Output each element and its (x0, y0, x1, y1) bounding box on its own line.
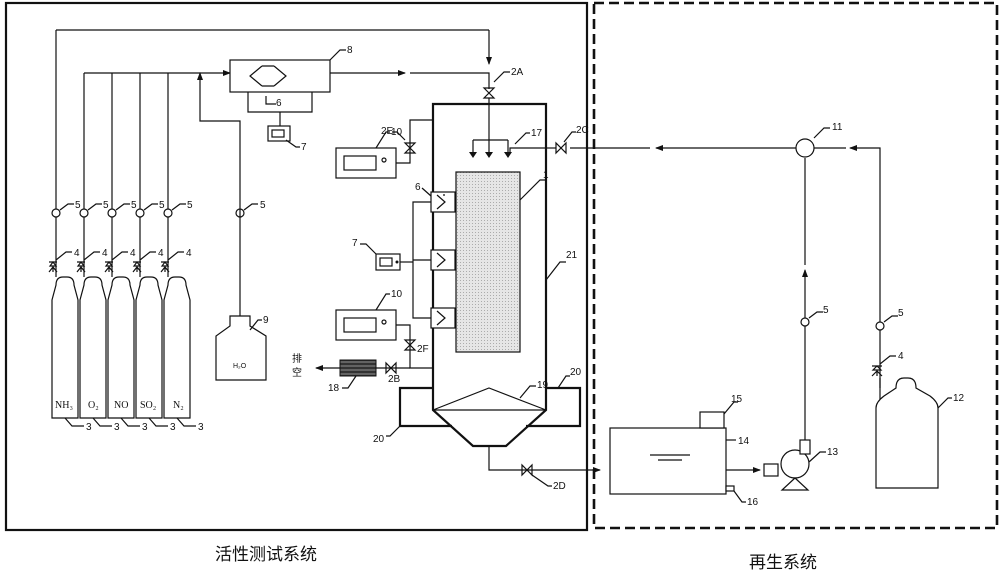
label-17: 17 (531, 128, 543, 139)
water-tank-14 (609, 427, 727, 495)
label-2e: 2E (381, 126, 394, 137)
temp-controller-7a (267, 125, 291, 142)
flowmeter-5-regen-b (875, 321, 885, 331)
label-9: 9 (263, 315, 269, 326)
pressure-valve-regen (871, 365, 883, 377)
exhaust-label-2: 空 (292, 366, 302, 379)
no-cylinder (107, 276, 135, 419)
activity-test-system-box (4, 1, 589, 532)
label-3e: 3 (198, 422, 204, 433)
gas-cylinder-group (51, 276, 191, 419)
label-2a: 2A (511, 67, 524, 78)
label-4d: 4 (158, 248, 164, 259)
label-5e: 5 (187, 200, 193, 211)
label-4c: 4 (130, 248, 136, 259)
flowmeter-5-regen-a (800, 317, 810, 327)
valve-2f (403, 339, 417, 351)
label-20a: 20 (570, 367, 582, 378)
label-4a: 4 (74, 248, 80, 259)
label-14: 14 (738, 436, 750, 447)
gas-label-n2: N₂ (173, 400, 184, 411)
valve-2c (555, 141, 567, 155)
gas-label-no: NO (114, 400, 128, 411)
exhaust-label-1: 排 (292, 352, 302, 365)
water-bottle (215, 315, 267, 381)
gas-label-so2: SO₂ (140, 400, 156, 411)
n2-cylinder (163, 276, 191, 419)
gas-cylinder-12 (875, 377, 939, 489)
distributor-19 (432, 387, 547, 411)
label-2f: 2F (417, 344, 429, 355)
gas-label-nh3: NH₃ (55, 400, 73, 411)
valve-2d (521, 463, 533, 477)
label-10b: 10 (391, 289, 403, 300)
catalyst-bed-1 (455, 171, 521, 353)
water-label: H₂O (233, 363, 247, 370)
valve-2a (482, 87, 496, 99)
label-7b: 7 (352, 238, 358, 249)
label-6a: 6 (276, 98, 282, 109)
gas-label-o2: O₂ (88, 400, 99, 411)
label-2c: 2C (576, 125, 589, 136)
valve-2e (403, 142, 417, 154)
label-19: 19 (537, 380, 549, 391)
label-20b: 20 (373, 434, 385, 445)
label-13: 13 (827, 447, 839, 458)
label-3b: 3 (114, 422, 120, 433)
bed-heater-group (430, 191, 456, 329)
label-2b: 2B (388, 374, 401, 385)
regeneration-system-box (592, 1, 999, 530)
label-4e: 4 (186, 248, 192, 259)
label-18: 18 (328, 383, 340, 394)
absorber-18 (339, 359, 377, 377)
label-5h: 5 (898, 308, 904, 319)
label-4b: 4 (102, 248, 108, 259)
heating-jacket-20 (398, 386, 582, 428)
label-5f: 5 (260, 200, 266, 211)
o2-cylinder (79, 276, 107, 419)
nh3-cylinder (51, 276, 79, 419)
label-3a: 3 (86, 422, 92, 433)
gas-analyzer-10b (335, 309, 397, 341)
label-3c: 3 (142, 422, 148, 433)
label-5a: 5 (75, 200, 81, 211)
label-21: 21 (566, 250, 578, 261)
label-5c: 5 (131, 200, 137, 211)
valve-2b (385, 361, 397, 375)
label-15: 15 (731, 394, 743, 405)
label-1: 1 (543, 170, 549, 181)
pressure-valve-group (48, 251, 184, 273)
label-3d: 3 (170, 422, 176, 433)
sensor-15 (699, 411, 725, 429)
label-7a: 7 (301, 142, 307, 153)
label-5d: 5 (159, 200, 165, 211)
label-5b: 5 (103, 200, 109, 211)
label-2d: 2D (553, 481, 566, 492)
flowmeter-group (51, 203, 258, 218)
caption-activity-system: 活性测试系统 (215, 545, 317, 565)
so2-cylinder (135, 276, 163, 419)
label-6b: 6 (415, 182, 421, 193)
mixer-11 (795, 138, 815, 158)
drain-16 (725, 485, 735, 492)
label-4f: 4 (898, 351, 904, 362)
caption-regen-system: 再生系统 (749, 553, 817, 573)
label-16: 16 (747, 497, 759, 508)
label-5g: 5 (823, 305, 829, 316)
preheater-8 (229, 59, 331, 93)
label-12: 12 (953, 393, 965, 404)
gas-analyzer-10a (335, 147, 397, 179)
label-11: 11 (832, 122, 843, 133)
label-8: 8 (347, 45, 353, 56)
